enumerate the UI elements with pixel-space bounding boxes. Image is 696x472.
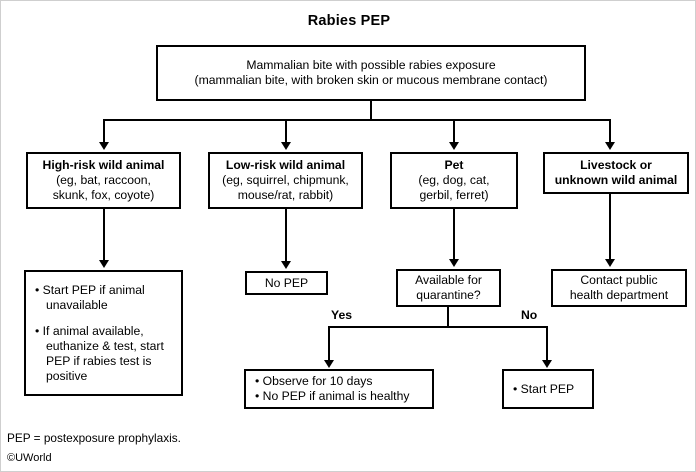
node-no-pep-label: No PEP [264,275,309,290]
node-high-risk-action-bullet-2: • If animal available, [35,324,144,339]
node-contact-health-department: Contact public health department [551,269,687,307]
node-high-risk-action-bullet-1-text: Start PEP if animal [42,282,145,297]
arrowhead-contact-health [605,259,615,267]
node-root-line-2: (mammalian bite, with broken skin or muc… [194,73,548,87]
node-high-risk-action-bullet-2-cont-3: positive [46,368,88,383]
node-start-pep-bullet-1: • Start PEP [513,382,574,397]
node-high-risk-action-bullet-1: • Start PEP if animal [35,283,145,298]
node-high-risk-action-bullet-2-cont-2: PEP if rabies test is [46,353,152,368]
node-high-risk-line-2: (eg, bat, raccoon, [56,173,151,187]
node-contact-line-2: health department [569,288,669,302]
connector-drop-pet [453,119,455,143]
bullet-glyph: • [35,282,40,297]
connector-quarantine-stem [447,307,449,327]
branch-label-yes: Yes [331,308,353,322]
node-high-risk-line-3: skunk, fox, coyote) [52,188,155,202]
arrowhead-livestock [605,142,615,150]
bullet-glyph: • [255,374,260,388]
arrowhead-pet [449,142,459,150]
node-observe-bullet-1: • Observe for 10 days [255,374,372,389]
node-high-risk-wild-animal: High-risk wild animal (eg, bat, raccoon,… [26,152,181,209]
footnote-abbreviation: PEP = postexposure prophylaxis. [7,431,181,445]
arrowhead-low-risk [281,142,291,150]
node-high-risk-action-bullet-2-text: If animal available, [42,323,144,338]
arrowhead-high-risk [99,142,109,150]
node-livestock-line-1: Livestock or [580,158,652,172]
branch-label-no: No [521,308,538,322]
node-start-pep-bullet-1-text: Start PEP [520,381,575,396]
node-pet-line-3: gerbil, ferret) [419,188,489,202]
node-livestock-line-2: unknown wild animal [554,173,678,187]
connector-high-risk-to-action [103,209,105,261]
node-observe-bullet-1-text: Observe for 10 days [262,374,373,388]
arrowhead-quarantine [449,259,459,267]
connector-livestock-to-contact [609,194,611,260]
node-start-pep: • Start PEP [502,369,594,409]
node-available-for-quarantine: Available for quarantine? [396,269,501,307]
node-high-risk-action-bullet-2-cont-1: euthanize & test, start [46,338,164,353]
page-title: Rabies PEP [307,13,391,29]
connector-low-risk-to-no-pep [285,209,287,262]
node-pet: Pet (eg, dog, cat, gerbil, ferret) [390,152,518,209]
connector-pet-to-quarantine [453,209,455,260]
node-low-risk-heading: Low-risk wild animal [225,158,346,172]
bullet-glyph: • [513,381,518,396]
arrowhead-yes [324,360,334,368]
node-pet-heading: Pet [444,158,464,172]
connector-drop-low-risk [285,119,287,143]
connector-no-drop [546,326,548,361]
node-contact-line-1: Contact public [580,273,658,287]
copyright-notice: ©UWorld [7,452,52,464]
node-root: Mammalian bite with possible rabies expo… [156,45,586,101]
node-pet-line-2: (eg, dog, cat, [418,173,490,187]
connector-drop-high-risk [103,119,105,143]
connector-drop-livestock [609,119,611,143]
node-high-risk-heading: High-risk wild animal [42,158,165,172]
node-root-line-1: Mammalian bite with possible rabies expo… [246,58,496,72]
node-quarantine-line-1: Available for [415,273,482,287]
arrowhead-no-pep [281,261,291,269]
node-high-risk-action: • Start PEP if animal unavailable • If a… [24,270,183,396]
connector-root-stem [370,101,372,120]
connector-distribution-bar [103,119,611,121]
node-observe-bullet-2: • No PEP if animal is healthy [255,389,409,404]
node-low-risk-line-3: mouse/rat, rabbit) [237,188,334,202]
connector-yes-drop [328,326,330,361]
node-low-risk-wild-animal: Low-risk wild animal (eg, squirrel, chip… [208,152,363,209]
node-quarantine-line-2: quarantine? [416,288,481,302]
node-livestock-or-unknown: Livestock or unknown wild animal [543,152,689,194]
arrowhead-high-risk-action [99,260,109,268]
bullet-glyph: • [35,323,40,338]
node-high-risk-action-bullet-1-cont: unavailable [46,297,108,312]
node-observe: • Observe for 10 days • No PEP if animal… [244,369,434,409]
arrowhead-no [542,360,552,368]
connector-quarantine-split-bar [328,326,548,328]
node-observe-bullet-2-text: No PEP if animal is healthy [262,389,410,403]
node-low-risk-line-2: (eg, squirrel, chipmunk, [222,173,349,187]
bullet-glyph: • [255,389,260,403]
node-no-pep: No PEP [245,271,328,295]
